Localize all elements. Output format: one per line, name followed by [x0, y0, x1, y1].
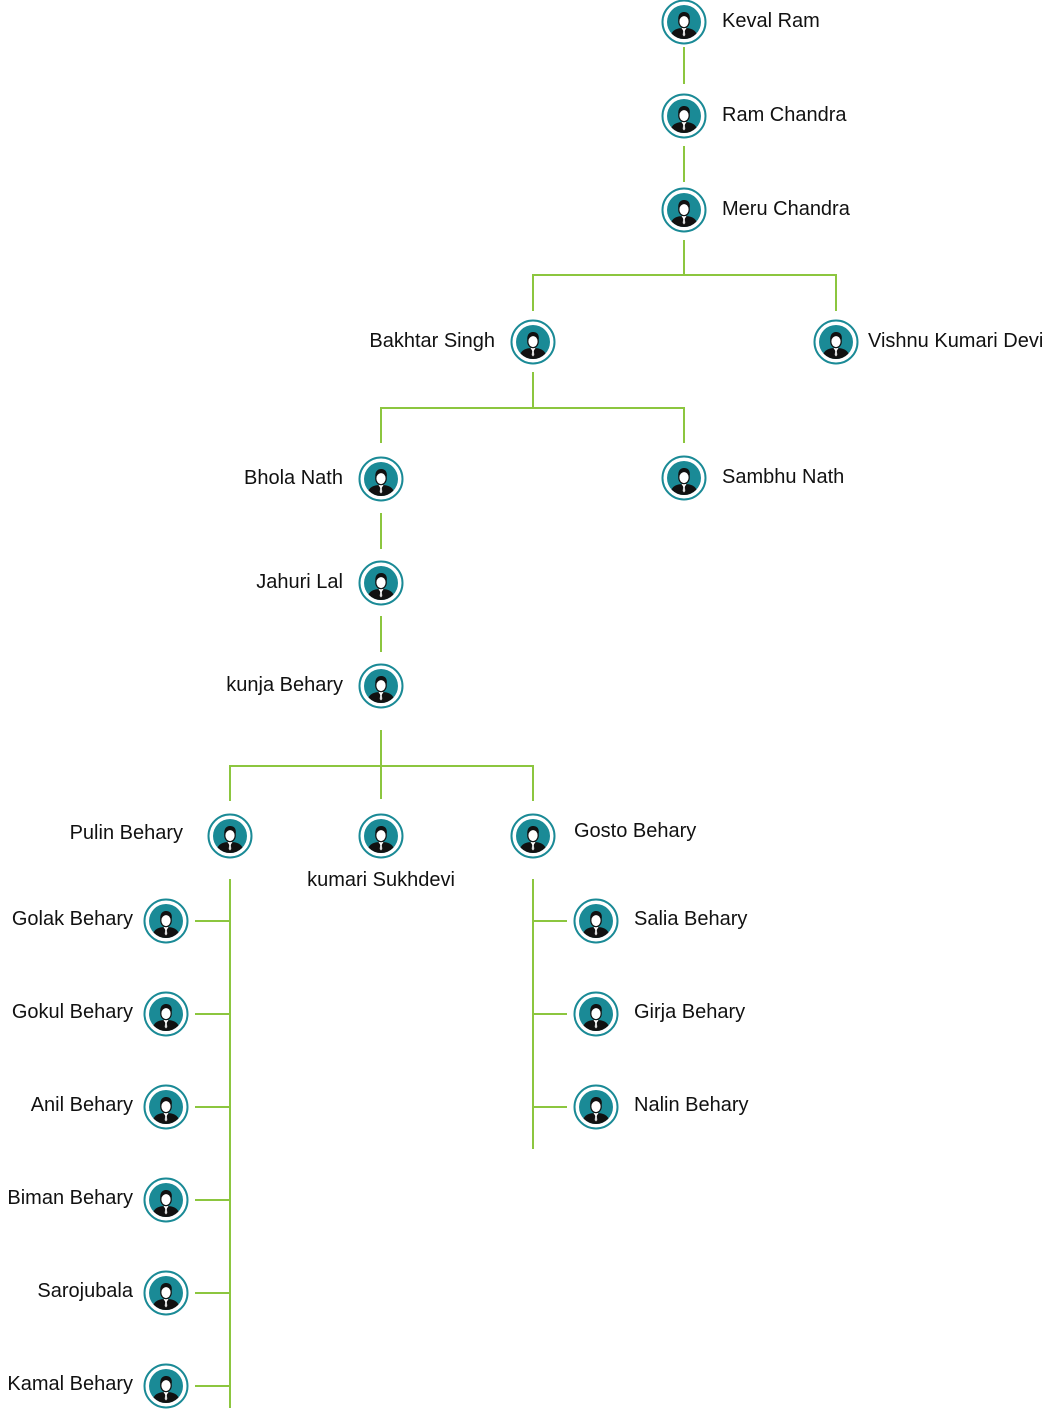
- node-golak-behary: Golak Behary: [12, 898, 189, 944]
- person-avatar-icon: [661, 0, 707, 45]
- person-name: Bakhtar Singh: [369, 330, 495, 352]
- person-avatar-icon: [661, 93, 707, 139]
- person-name: Pulin Behary: [69, 822, 183, 844]
- person-avatar-icon: [358, 456, 404, 502]
- node-bhola-nath: Bhola Nath: [244, 456, 404, 502]
- person-name: Kamal Behary: [7, 1373, 133, 1395]
- person-avatar-icon: [143, 898, 189, 944]
- person-name: Ram Chandra: [722, 104, 847, 126]
- person-avatar-icon: [143, 1270, 189, 1316]
- person-avatar-icon: [358, 663, 404, 709]
- person-avatar-icon: [510, 319, 556, 365]
- person-avatar-icon: [573, 1084, 619, 1130]
- person-name: kunja Behary: [226, 674, 343, 696]
- person-avatar-icon: [207, 813, 253, 859]
- node-nalin-behary: Nalin Behary: [573, 1084, 749, 1130]
- person-avatar-icon: [813, 319, 859, 365]
- person-avatar-icon: [143, 991, 189, 1037]
- person-name: Jahuri Lal: [256, 571, 343, 593]
- node-kamal-behary: Kamal Behary: [7, 1363, 189, 1409]
- person-name: Bhola Nath: [244, 467, 343, 489]
- node-salia-behary: Salia Behary: [573, 898, 747, 944]
- person-name: Gosto Behary: [574, 820, 697, 842]
- person-name: Keval Ram: [722, 10, 820, 32]
- person-name: Vishnu Kumari Devi: [868, 330, 1044, 352]
- node-kumari-sukhdevi: kumari Sukhdevi: [307, 813, 455, 891]
- node-bakhtar-singh: Bakhtar Singh: [369, 319, 556, 365]
- node-ram-chandra: Ram Chandra: [661, 93, 847, 139]
- person-avatar-icon: [358, 560, 404, 606]
- person-avatar-icon: [573, 991, 619, 1037]
- node-anil-behary: Anil Behary: [31, 1084, 189, 1130]
- node-biman-behary: Biman Behary: [7, 1177, 189, 1223]
- node-girja-behary: Girja Behary: [573, 991, 745, 1037]
- node-keval-ram: Keval Ram: [661, 0, 820, 45]
- person-name: Anil Behary: [30, 1094, 133, 1116]
- person-name: Gokul Behary: [11, 1001, 133, 1023]
- person-name: Biman Behary: [7, 1187, 133, 1209]
- node-sambhu-nath: Sambhu Nath: [661, 455, 844, 501]
- node-meru-chandra: Meru Chandra: [661, 187, 850, 233]
- person-name: Nalin Behary: [634, 1094, 749, 1116]
- person-name: Sarojubala: [37, 1280, 133, 1302]
- person-avatar-icon: [143, 1084, 189, 1130]
- person-avatar-icon: [661, 455, 707, 501]
- node-gosto-behary: Gosto Behary: [510, 813, 696, 859]
- person-name: Girja Behary: [634, 1001, 746, 1023]
- person-name: Sambhu Nath: [722, 466, 845, 488]
- person-avatar-icon: [143, 1177, 189, 1223]
- person-name: Meru Chandra: [722, 198, 850, 220]
- person-avatar-icon: [143, 1363, 189, 1409]
- person-avatar-icon: [358, 813, 404, 859]
- person-name: kumari Sukhdevi: [307, 869, 455, 891]
- node-vishnu-kumari-devi: Vishnu Kumari Devi: [813, 319, 1043, 365]
- person-avatar-icon: [661, 187, 707, 233]
- node-pulin-behary: Pulin Behary: [70, 813, 253, 859]
- person-name: Golak Behary: [11, 908, 133, 930]
- person-name: Salia Behary: [634, 908, 748, 930]
- node-kunja-behary: kunja Behary: [226, 663, 404, 709]
- person-avatar-icon: [510, 813, 556, 859]
- node-jahuri-lal: Jahuri Lal: [256, 560, 404, 606]
- person-avatar-icon: [573, 898, 619, 944]
- node-gokul-behary: Gokul Behary: [12, 991, 189, 1037]
- node-sarojubala: Sarojubala: [37, 1270, 189, 1316]
